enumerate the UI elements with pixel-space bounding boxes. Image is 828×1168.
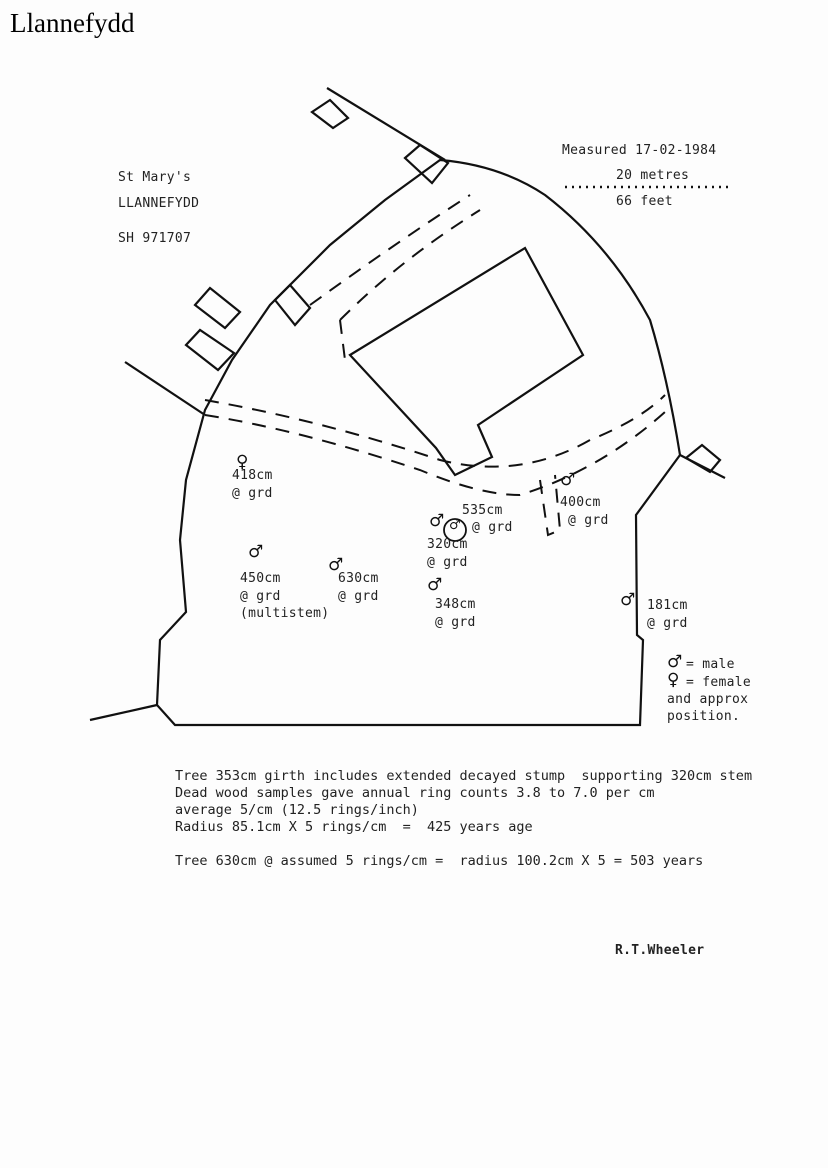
legend-female: = female [686,675,752,690]
scale-metres: 20 metres [616,168,690,183]
path-dashed-3 [309,194,471,306]
church-building [348,246,585,477]
road-edge-w [124,361,206,416]
measured-date: Measured 17-02-1984 [562,143,717,158]
note-line: average 5/cm (12.5 rings/inch) [175,802,419,818]
legend-male: = male [686,657,735,672]
male-tree-icon: ♂ [429,511,445,531]
tree-girth: 400cm [560,495,601,510]
place-name: LLANNEFYDD [118,196,200,211]
tree-measure-point: @ grd [240,589,281,604]
legend-note: and approx [667,692,749,707]
tree-note: (multistem) [240,606,330,621]
building-1 [310,98,350,130]
grid-reference: SH 971707 [118,231,192,246]
path-dashed-2 [204,394,666,468]
note-line: Tree 353cm girth includes extended decay… [175,768,753,784]
building-2 [403,143,450,185]
tree-measure-point: @ grd [568,513,609,528]
building-4 [184,328,236,372]
legend-note: position. [667,709,741,724]
tree-girth: 418cm [232,468,273,483]
male-tree-icon: ♂ [427,575,443,595]
path-dashed-5 [339,319,346,361]
tree-girth: 630cm [338,571,379,586]
male-tree-icon: ♂ [248,542,264,562]
male-tree-icon: ♂ [560,470,576,490]
scale-feet: 66 feet [616,194,673,209]
tree-measure-point: @ grd [647,616,688,631]
church-name: St Mary's [118,170,192,185]
tree-measure-point: @ grd [338,589,379,604]
signature: R.T.Wheeler [615,943,705,958]
tree-measure-point: @ grd [427,555,468,570]
male-tree-icon: ♂ [620,590,636,610]
path-dashed-6 [539,474,562,537]
tree-girth: 181cm [647,598,688,613]
tree-measure-point: @ grd [232,486,273,501]
churchyard-boundary [155,158,682,727]
building-3 [193,286,242,330]
tree-girth: 450cm [240,571,281,586]
tree-measure-point: @ grd [435,615,476,630]
tree-measure-point: @ grd [472,520,513,535]
page-title: Llannefydd [10,8,135,38]
male-tree-icon: ♂ [449,518,461,533]
path-dashed-1 [204,411,666,497]
road-edge-e [679,454,726,479]
note-line: Tree 630cm @ assumed 5 rings/cm = radius… [175,853,704,869]
building-5 [273,283,312,327]
note-line: Radius 85.1cm X 5 rings/cm = 425 years a… [175,819,533,835]
tree-girth: 535cm [462,503,503,518]
note-line: Dead wood samples gave annual ring count… [175,785,655,801]
female-tree-icon: ♀ [236,452,249,472]
tree-circle [443,518,467,542]
path-dashed-4 [339,209,481,321]
male-symbol-icon: ♂ [667,652,683,672]
female-symbol-icon: ♀ [667,670,680,690]
tree-girth: 320cm [427,537,468,552]
road-edge-sw [89,703,158,722]
male-tree-icon: ♂ [328,555,344,575]
tree-girth: 348cm [435,597,476,612]
